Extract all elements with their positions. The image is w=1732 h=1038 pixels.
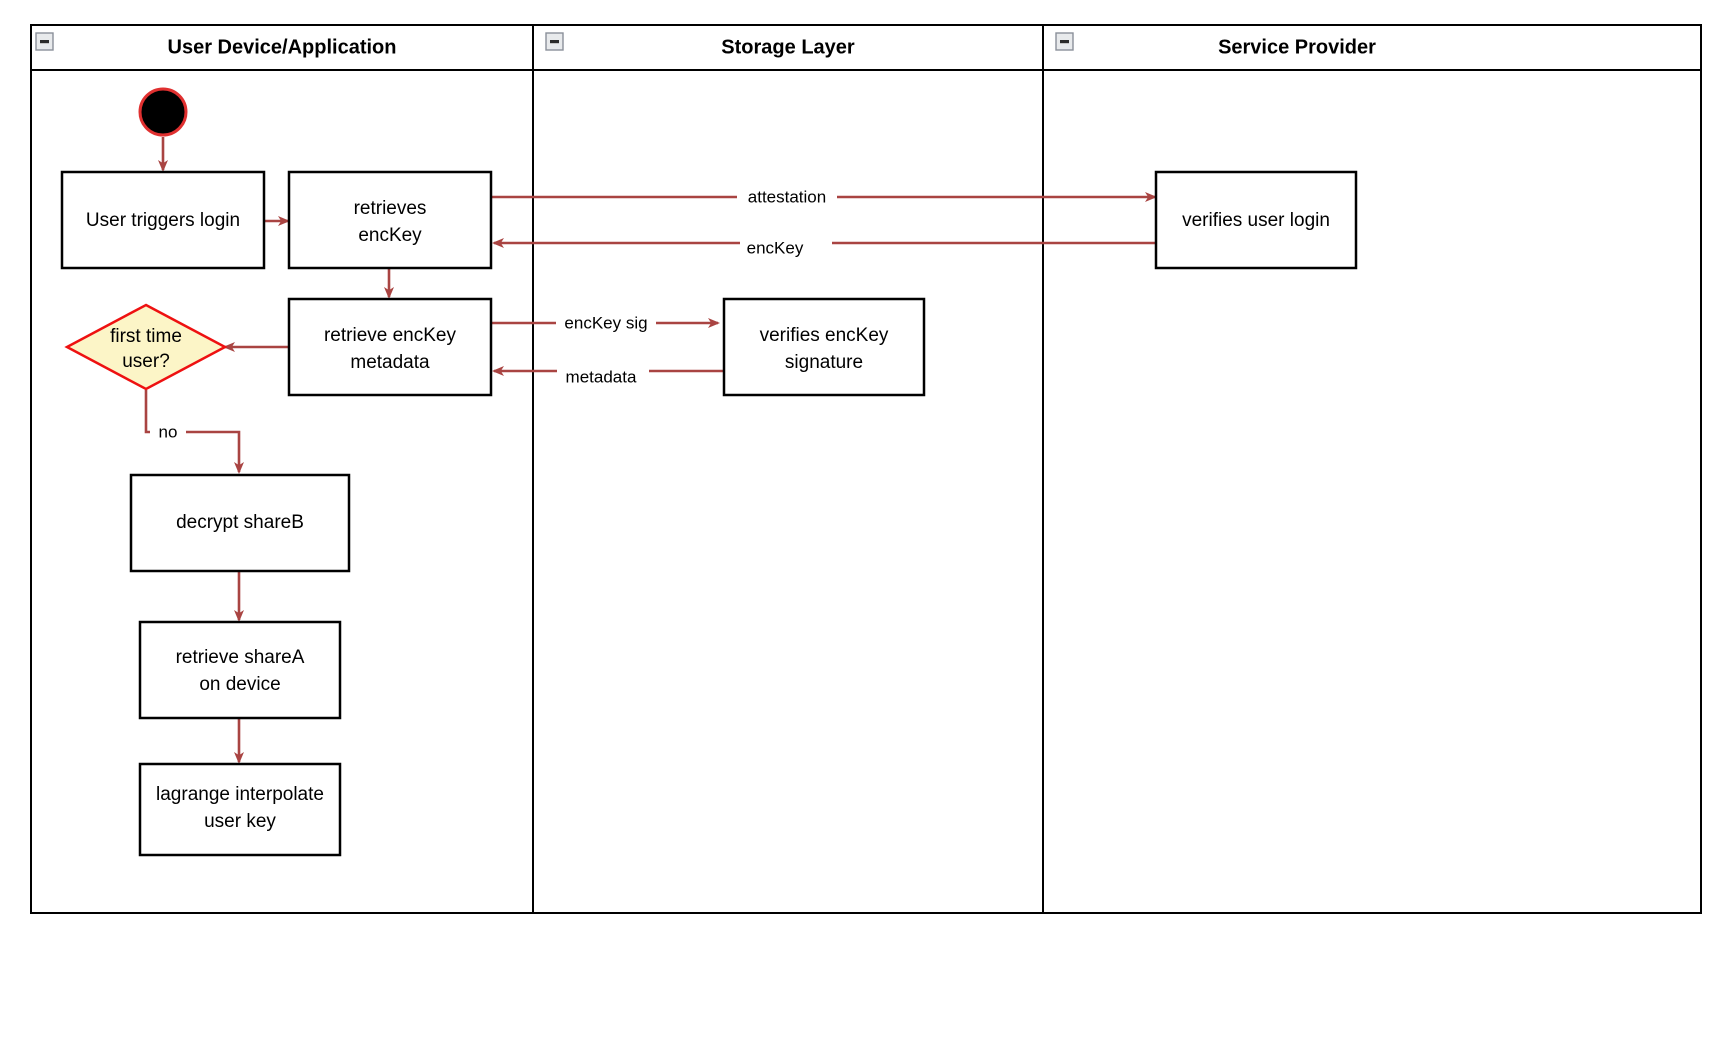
node-label-retrieve-enckey-metadata-line2: metadata (350, 352, 430, 373)
node-box (138, 762, 342, 857)
edge-attestation-label-bg (737, 186, 837, 209)
lane-header-service-provider[interactable]: Service Provider (1055, 32, 1376, 58)
node-box (129, 473, 351, 573)
edge-label-metadata: metadata (566, 367, 637, 386)
node-first-time-user-decision[interactable]: first time user? (64, 303, 228, 391)
node-label-retrieves-enckey-line2: encKey (358, 225, 422, 246)
lane-title-storage: Storage Layer (721, 36, 855, 58)
node-label-first-time-user-line1: first time (110, 326, 182, 347)
node-box (1154, 170, 1358, 270)
node-decrypt-shareb[interactable]: decrypt shareB (129, 473, 351, 573)
edge-label-no: no (159, 422, 178, 441)
node-box (287, 170, 493, 270)
lane-header-storage[interactable]: Storage Layer (545, 32, 855, 58)
node-box (287, 297, 493, 397)
lane-header-user-device[interactable]: User Device/Application (35, 32, 397, 58)
node-retrieve-sharea-on-device[interactable]: retrieve shareA on device (138, 620, 342, 720)
node-label-lagrange-line1: lagrange interpolate (156, 784, 324, 805)
node-label-retrieves-enckey-line1: retrieves (354, 198, 427, 219)
edge-label-enckey: encKey (747, 238, 804, 257)
edge-enckey-sig-label-bg (556, 312, 656, 335)
node-label-retrieve-sharea-line1: retrieve shareA (176, 647, 305, 668)
lane-title-service-provider: Service Provider (1218, 36, 1376, 58)
node-box (138, 620, 342, 720)
edge-decision-no-line (144, 390, 244, 474)
edge-no-label-bg (150, 421, 186, 444)
node-label-retrieve-sharea-line2: on device (199, 674, 280, 695)
collapse-minus-icon[interactable] (545, 32, 564, 51)
node-verifies-user-login[interactable]: verifies user login (1154, 170, 1358, 270)
node-box (60, 170, 266, 270)
start-circle-icon (138, 87, 188, 137)
node-lagrange-interpolate-user-key[interactable]: lagrange interpolate user key (138, 762, 342, 857)
edge-label-attestation: attestation (748, 187, 826, 206)
node-label-verifies-enckey-signature-line2: signature (785, 352, 863, 373)
collapse-minus-icon[interactable] (1055, 32, 1074, 51)
node-user-triggers-login[interactable]: User triggers login (60, 170, 266, 270)
node-verifies-enckey-signature[interactable]: verifies encKey signature (722, 297, 926, 397)
node-box (722, 297, 926, 397)
decision-diamond (64, 303, 228, 391)
node-label-lagrange-line2: user key (204, 811, 276, 832)
node-label-user-triggers-login: User triggers login (86, 210, 240, 231)
edge-metadata-label-bg (557, 366, 649, 389)
node-retrieve-enckey-metadata[interactable]: retrieve encKey metadata (287, 297, 493, 397)
node-retrieves-enckey[interactable]: retrieves encKey (287, 170, 493, 270)
node-label-verifies-user-login: verifies user login (1182, 210, 1330, 231)
collapse-minus-icon[interactable] (35, 32, 54, 51)
node-label-decrypt-shareb: decrypt shareB (176, 512, 304, 533)
edge-enckey-label-bg (740, 237, 832, 260)
start-node[interactable] (138, 87, 188, 137)
edge-label-enckey-sig: encKey sig (564, 313, 647, 332)
node-label-first-time-user-line2: user? (122, 351, 170, 372)
node-label-verifies-enckey-signature-line1: verifies encKey (760, 325, 889, 346)
lane-title-user-device: User Device/Application (168, 36, 397, 58)
node-label-retrieve-enckey-metadata-line1: retrieve encKey (324, 325, 457, 346)
